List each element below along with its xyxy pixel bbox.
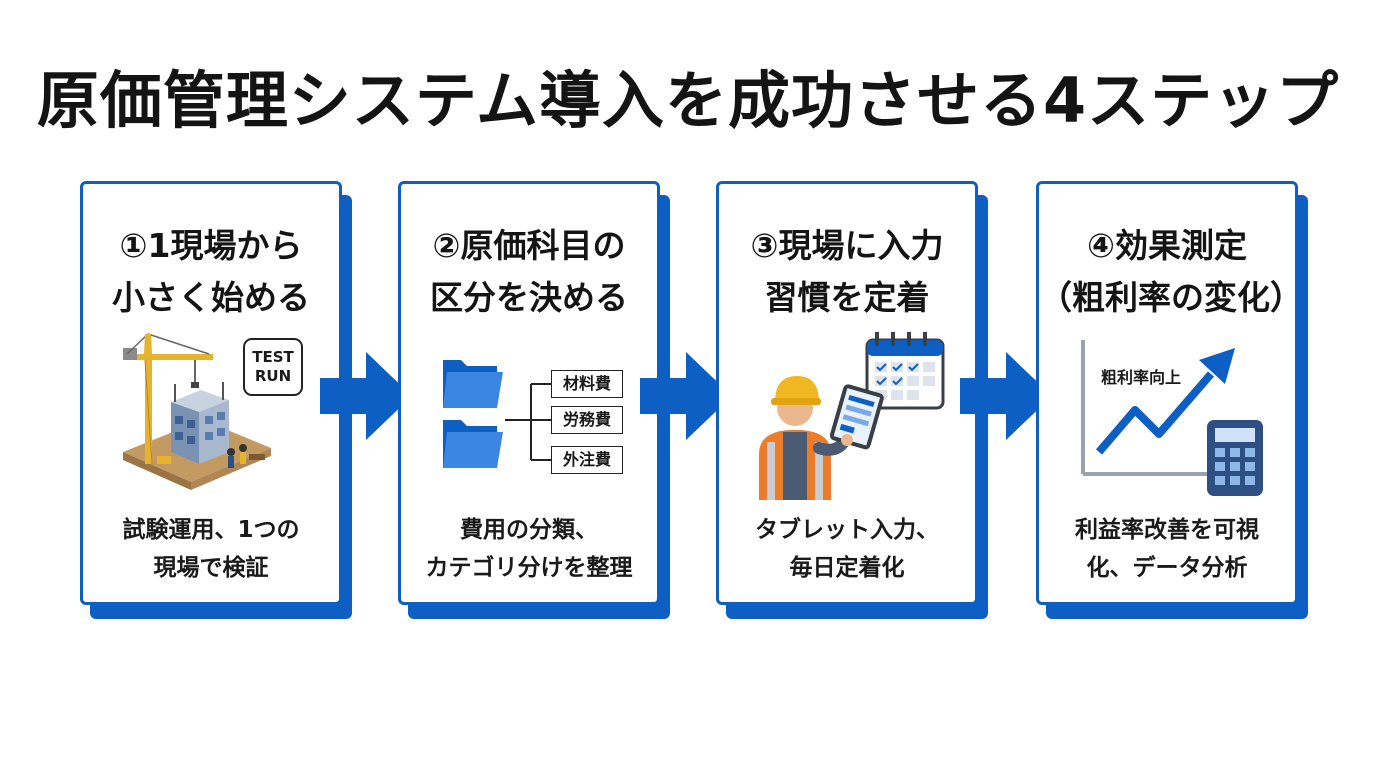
step-heading-line: ③現場に入力: [750, 226, 944, 265]
step-heading-line: 小さく始める: [112, 278, 310, 317]
step-description-line: カテゴリ分けを整理: [425, 555, 633, 581]
step-heading: ③現場に入力 習慣を定着: [719, 220, 975, 324]
category-label: 材料費: [551, 370, 623, 398]
card-body: ③現場に入力 習慣を定着: [716, 181, 978, 605]
step-description-line: タブレット入力、: [755, 517, 939, 543]
card-body: ②原価科目の 区分を決める 材料費 労務費 外注費 費用: [398, 181, 660, 605]
step-heading: ②原価科目の 区分を決める: [401, 220, 657, 324]
category-label: 労務費: [551, 406, 623, 434]
chart-label: 粗利率向上: [1101, 368, 1182, 387]
step-card-1: ①1現場から 小さく始める: [80, 181, 352, 619]
test-run-badge: TEST RUN: [243, 338, 303, 396]
step-card-2: ②原価科目の 区分を決める 材料費 労務費 外注費 費用: [398, 181, 670, 619]
step-description: 費用の分類、 カテゴリ分けを整理: [401, 511, 657, 587]
step-heading: ①1現場から 小さく始める: [83, 220, 339, 324]
worker-tablet-icon: [719, 324, 975, 504]
step-description-line: 費用の分類、: [460, 517, 598, 543]
badge-text: RUN: [254, 367, 292, 385]
growth-chart-icon: 粗利率向上: [1039, 324, 1295, 504]
arrow-right-icon: [320, 352, 412, 440]
category-label: 外注費: [551, 446, 623, 474]
step-heading-line: ②原価科目の: [432, 226, 626, 265]
arrow-right-icon: [960, 352, 1052, 440]
folder-tree-icon: 材料費 労務費 外注費: [401, 324, 657, 504]
badge-text: TEST: [252, 348, 294, 366]
step-description-line: 化、データ分析: [1086, 555, 1248, 581]
step-description-line: 試験運用、1つの: [122, 517, 300, 543]
step-card-3: ③現場に入力 習慣を定着: [716, 181, 988, 619]
step-heading-line: （粗利率の変化）: [1039, 278, 1303, 317]
step-description-line: 毎日定着化: [789, 555, 905, 581]
step-heading-line: 習慣を定着: [764, 278, 930, 317]
card-body: ④効果測定 （粗利率の変化）: [1036, 181, 1303, 605]
step-description: 試験運用、1つの 現場で検証: [83, 511, 339, 587]
step-description: タブレット入力、 毎日定着化: [719, 511, 975, 587]
step-description-line: 現場で検証: [153, 555, 269, 581]
step-heading-line: ④効果測定: [1087, 226, 1247, 265]
step-card-4: ④効果測定 （粗利率の変化）: [1036, 181, 1308, 619]
step-heading-line: ①1現場から: [119, 226, 303, 265]
card-body: ①1現場から 小さく始める: [80, 181, 342, 605]
construction-site-icon: TEST RUN: [83, 324, 339, 504]
arrow-right-icon: [640, 352, 732, 440]
step-heading-line: 区分を決める: [430, 278, 628, 317]
step-description: 利益率改善を可視 化、データ分析: [1039, 511, 1295, 587]
page-title: 原価管理システム導入を成功させる4ステップ: [36, 64, 1340, 137]
step-description-line: 利益率改善を可視: [1075, 517, 1259, 543]
step-heading: ④効果測定 （粗利率の変化）: [1039, 220, 1303, 324]
